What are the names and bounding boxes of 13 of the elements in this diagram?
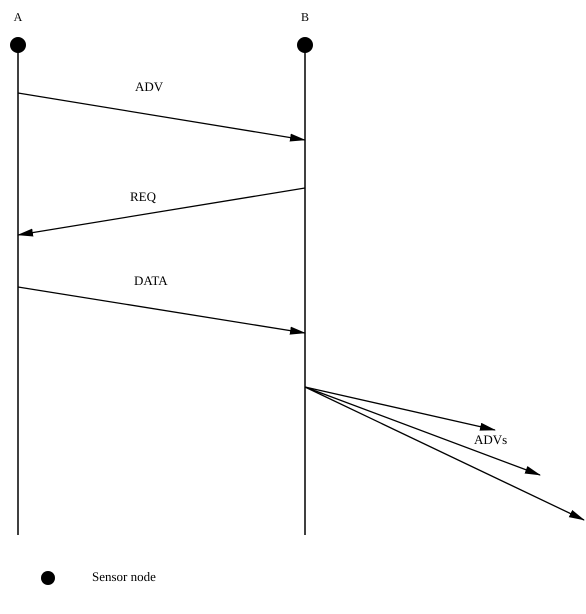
message-arrow (18, 286, 306, 335)
message-arrow (304, 386, 585, 521)
legend-text: Sensor node (92, 569, 156, 585)
message-arrow (304, 386, 496, 431)
edge-label: DATA (132, 274, 170, 288)
edge-label: ADVs (472, 433, 510, 447)
node-label: A (12, 10, 24, 25)
message-arrow (304, 386, 541, 476)
edge-label: REQ (128, 190, 158, 204)
node-label: B (300, 10, 310, 25)
message-arrow (18, 92, 306, 142)
message-arrow (17, 187, 306, 237)
edge-label: ADV (133, 80, 166, 94)
